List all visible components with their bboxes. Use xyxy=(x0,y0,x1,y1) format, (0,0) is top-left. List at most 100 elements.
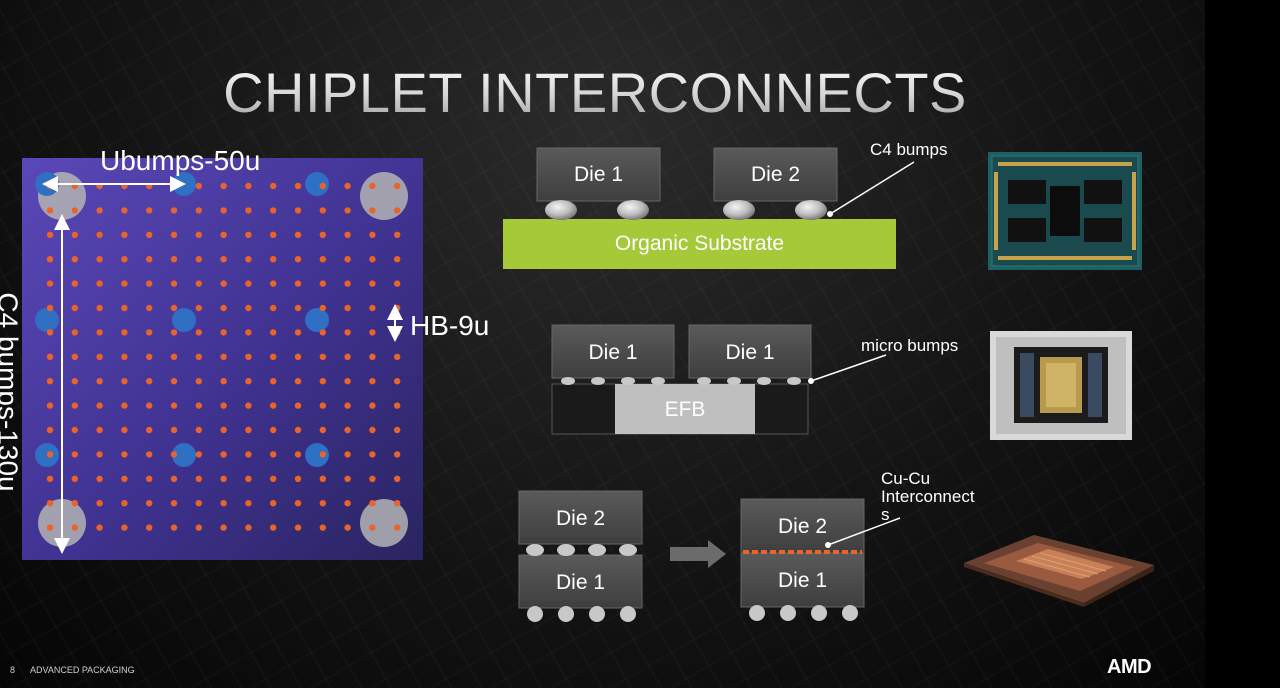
hybrid-bond-pad xyxy=(369,475,376,482)
hybrid-bond-pad xyxy=(319,280,326,287)
hybrid-bond-pad xyxy=(121,256,128,263)
hybrid-bond-pad xyxy=(146,329,153,336)
hybrid-bond-pad xyxy=(319,231,326,238)
hb-label: HB-9u xyxy=(410,310,490,341)
package-bump xyxy=(811,605,827,621)
stack-bump xyxy=(619,544,637,556)
hybrid-bond-pad xyxy=(121,231,128,238)
hybrid-bond-pad xyxy=(294,207,302,214)
hybrid-bond-pad xyxy=(121,378,128,385)
hybrid-bond-pad xyxy=(71,378,79,385)
hybrid-bond-pad xyxy=(319,402,326,409)
package-bump xyxy=(620,606,636,622)
hybrid-bond-pad xyxy=(46,378,54,385)
hybrid-bond-pad xyxy=(71,353,79,360)
hybrid-bond-pad xyxy=(245,524,252,531)
hybrid-bond-pad xyxy=(245,280,252,287)
die-label: Die 2 xyxy=(555,507,606,530)
hybrid-bond-pad xyxy=(294,329,302,336)
hybrid-bond-pad xyxy=(270,475,277,482)
c4-callout-label: C4 bumps xyxy=(870,140,948,159)
hybrid-bond-pad xyxy=(270,524,277,531)
hybrid-bond-pad xyxy=(394,256,401,263)
hybrid-bond-pad xyxy=(96,426,103,434)
cu-cu-callout-line xyxy=(827,517,901,546)
hybrid-bond-pad xyxy=(270,353,277,360)
hybrid-bond-pad xyxy=(270,256,277,263)
hybrid-bond-pad xyxy=(146,280,153,287)
package-photo-substrate xyxy=(988,152,1142,270)
hybrid-bond-pad xyxy=(170,378,178,385)
hybrid-bond-pad xyxy=(270,378,277,385)
hybrid-bond-pad xyxy=(71,402,79,409)
micro-bump xyxy=(35,308,59,332)
hybrid-bond-pad xyxy=(319,475,326,482)
hybrid-bond-pad xyxy=(71,280,79,287)
hybrid-bond-pad xyxy=(344,280,351,287)
hybrid-bond-pad xyxy=(294,353,302,360)
hybrid-bond-pad xyxy=(319,451,326,458)
hybrid-bond-pad xyxy=(344,207,351,214)
hybrid-bond-pad xyxy=(121,329,128,336)
hybrid-bond-pad xyxy=(195,329,202,336)
hybrid-bond-pad xyxy=(294,475,302,482)
hybrid-bond-pad xyxy=(220,475,227,482)
hybrid-bond-pad xyxy=(195,475,202,482)
die-label: Die 2 xyxy=(777,515,828,538)
hybrid-bond-pad xyxy=(319,256,326,263)
hybrid-bond-pad xyxy=(146,475,153,482)
hybrid-bond-pad xyxy=(245,402,252,409)
hybrid-bond-pad xyxy=(46,280,54,287)
hybrid-bond-pad xyxy=(146,231,153,238)
hybrid-bond-pad xyxy=(270,329,277,336)
hybrid-bond-pad xyxy=(344,256,351,263)
hybrid-bond-pad xyxy=(220,451,227,458)
micro-bump xyxy=(305,308,329,332)
hybrid-bond-pad xyxy=(121,426,128,434)
die-label: Die 1 xyxy=(725,341,775,364)
hybrid-bond-pad xyxy=(245,451,252,458)
hybrid-bond-pad xyxy=(369,280,376,287)
hybrid-bond-pad xyxy=(170,475,178,482)
hybrid-bond-pad xyxy=(294,378,302,385)
hybrid-bond-pad xyxy=(121,353,128,360)
hybrid-bond-pad xyxy=(195,426,202,434)
hybrid-bond-pad xyxy=(394,378,401,385)
die-label: Die 1 xyxy=(555,571,606,594)
hybrid-bond-pad xyxy=(270,426,277,434)
hybrid-bond-pad xyxy=(369,378,376,385)
hybrid-bond-pad xyxy=(270,207,277,214)
hybrid-bond-pad xyxy=(344,524,351,531)
hybrid-bond-pad xyxy=(195,378,202,385)
hybrid-bond-pad xyxy=(71,475,79,482)
hybrid-bond-pad xyxy=(394,182,401,190)
hybrid-bond-pad xyxy=(96,402,103,409)
micro-bump xyxy=(651,377,665,385)
hybrid-bond-pad xyxy=(96,256,103,263)
die-label: Die 1 xyxy=(573,163,624,186)
hybrid-bond-pad xyxy=(46,207,54,214)
die-block xyxy=(536,147,661,202)
hybrid-bond-pad xyxy=(170,402,178,409)
hybrid-bond-pad xyxy=(319,353,326,360)
hybrid-bond-pad xyxy=(369,402,376,409)
micro-bump xyxy=(757,377,771,385)
hybrid-bond-pad xyxy=(394,426,401,434)
hybrid-bond-pad xyxy=(121,280,128,287)
hybrid-bond-pad xyxy=(369,256,376,263)
hybrid-bond-pad xyxy=(344,182,351,190)
hybrid-bond-pad xyxy=(195,402,202,409)
hybrid-bond-pad xyxy=(170,353,178,360)
hybrid-bond-pad xyxy=(170,426,178,434)
hybrid-bond-pad xyxy=(294,304,302,312)
hybrid-bond-pad xyxy=(195,304,202,312)
package-photo-efb xyxy=(990,331,1132,440)
hybrid-bond-pad xyxy=(121,475,128,482)
hybrid-bond-pad xyxy=(220,182,227,190)
package-bump xyxy=(558,606,574,622)
hybrid-bond-pad xyxy=(170,231,178,238)
micro-bump-row xyxy=(561,377,801,385)
hybrid-bond-pad xyxy=(96,207,103,214)
hybrid-bond-pad xyxy=(46,426,54,434)
